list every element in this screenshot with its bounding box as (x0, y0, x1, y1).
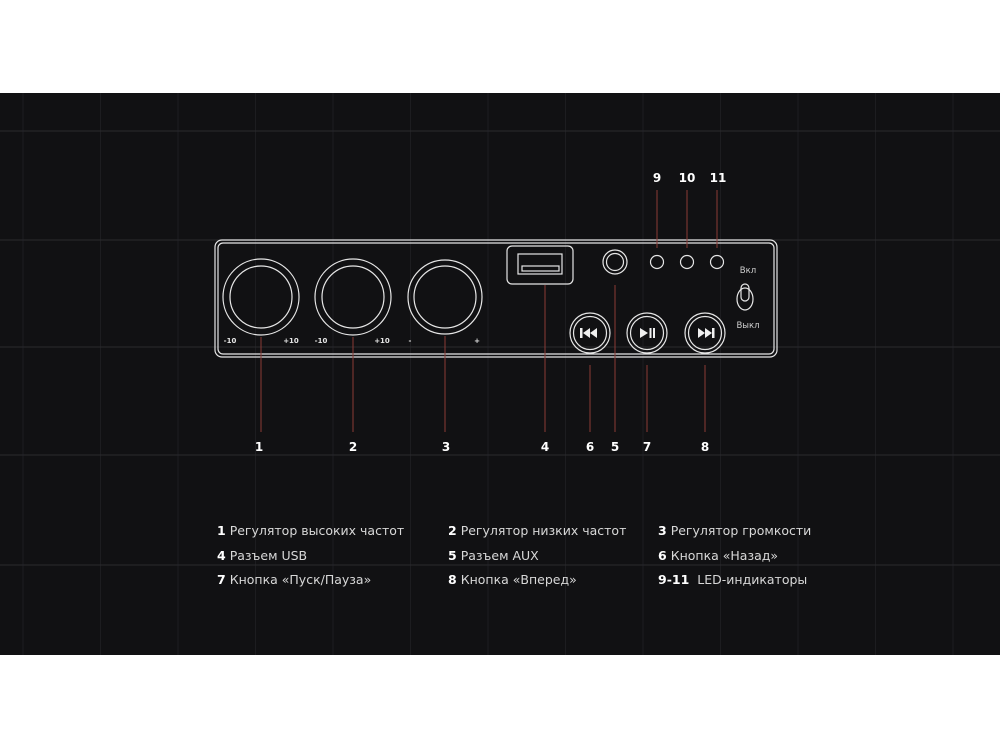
bass-knob[interactable] (314, 258, 392, 336)
device-panel-outer (214, 239, 778, 358)
callout-5: 5 (611, 440, 619, 454)
usb-port[interactable] (506, 245, 574, 285)
callout-10: 10 (679, 171, 696, 185)
treble-min-label: -10 (224, 337, 237, 345)
device-panel-inner (217, 242, 775, 355)
callout-2: 2 (349, 440, 357, 454)
power-toggle-switch[interactable] (736, 283, 754, 311)
play-pause-button[interactable] (626, 312, 668, 354)
leader-lines (260, 190, 718, 432)
previous-button[interactable] (569, 312, 611, 354)
bass-min-label: -10 (315, 337, 328, 345)
callout-8: 8 (701, 440, 709, 454)
aux-port[interactable] (602, 249, 628, 275)
callout-11: 11 (710, 171, 727, 185)
callout-3: 3 (442, 440, 450, 454)
callout-9: 9 (653, 171, 661, 185)
grid (0, 93, 1000, 655)
callout-7: 7 (643, 440, 651, 454)
diagram-background (0, 93, 1000, 655)
treble-knob[interactable] (222, 258, 300, 336)
callout-6: 6 (586, 440, 594, 454)
volume-max-label: + (474, 337, 480, 345)
callout-1: 1 (255, 440, 263, 454)
previous-icon (580, 328, 597, 338)
play-pause-icon (640, 328, 655, 338)
led-indicator-10 (679, 254, 695, 270)
led-indicator-9 (649, 254, 665, 270)
bass-max-label: +10 (374, 337, 390, 345)
volume-min-label: - (409, 337, 412, 345)
led-indicator-11 (709, 254, 725, 270)
next-icon (698, 328, 715, 338)
treble-max-label: +10 (283, 337, 299, 345)
switch-on-label: Вкл (740, 266, 756, 276)
callout-4: 4 (541, 440, 549, 454)
next-button[interactable] (684, 312, 726, 354)
switch-off-label: Выкл (736, 321, 759, 331)
volume-knob[interactable] (407, 259, 483, 335)
